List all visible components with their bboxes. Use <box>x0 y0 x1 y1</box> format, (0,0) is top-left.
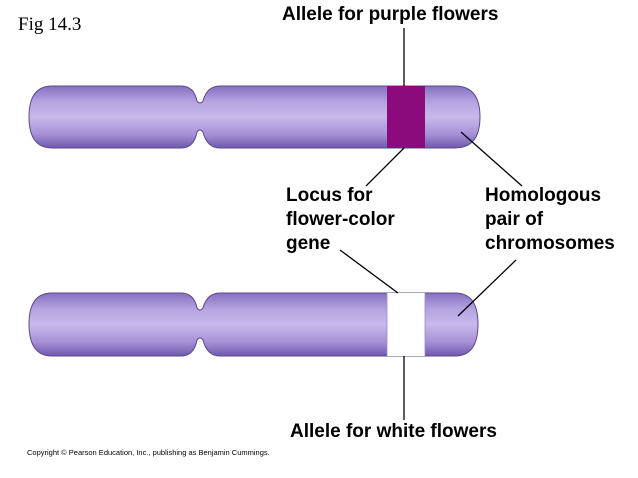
homologous-pair-label: Homologous pair of chromosomes <box>485 184 615 256</box>
purple-allele-band <box>387 86 425 148</box>
figure-number: Fig 14.3 <box>18 14 82 35</box>
white-allele-label: Allele for white flowers <box>290 421 497 442</box>
locus-top-leader <box>365 147 405 187</box>
white-allele-band <box>387 293 425 356</box>
homologous-top-leader <box>460 131 523 187</box>
homologous-label-line: pair of <box>485 209 544 230</box>
locus-label-line: Locus for <box>286 185 373 206</box>
homologous-bottom-leader <box>457 259 517 317</box>
bottom-chromosome <box>28 292 479 357</box>
top-chromosome-body <box>28 85 481 149</box>
locus-label-line: flower-color <box>286 209 395 230</box>
homologous-label-line: Homologous <box>485 185 602 206</box>
purple-allele-label: Allele for purple flowers <box>282 4 499 25</box>
bottom-chromosome-body <box>28 292 479 357</box>
locus-label: Locus for flower-color gene <box>286 184 395 256</box>
copyright-notice: Copyright © Pearson Education, Inc., pub… <box>27 448 270 457</box>
locus-label-line: gene <box>286 233 331 254</box>
homologous-label-line: chromosomes <box>485 233 615 254</box>
locus-bottom-leader <box>339 249 399 294</box>
top-chromosome <box>28 85 481 149</box>
